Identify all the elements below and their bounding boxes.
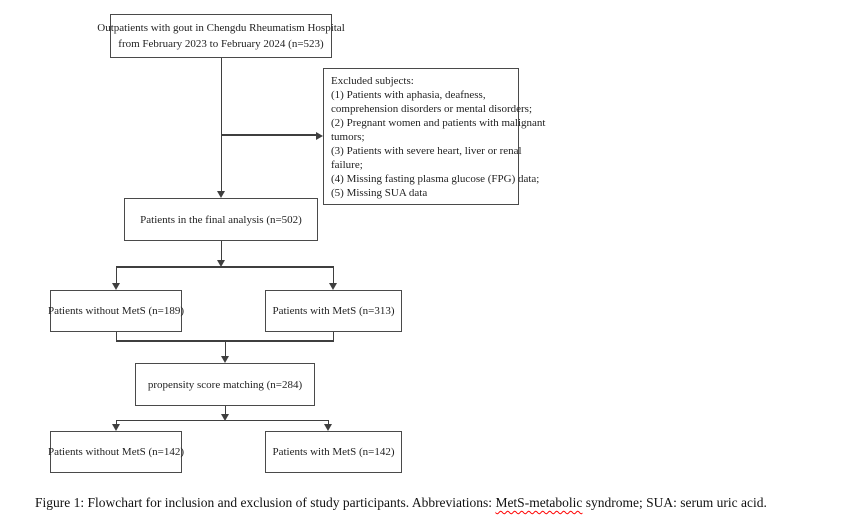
figure-caption: Figure 1: Flowchart for inclusion and ex… — [35, 495, 767, 511]
matched-without-mets-box: Patients without MetS (n=142) — [47, 431, 185, 473]
box-text-line: propensity score matching (n=284) — [147, 378, 303, 391]
connector-line — [115, 340, 334, 342]
box-text-line: failure; — [331, 159, 363, 171]
arrowhead-down-icon — [329, 283, 337, 290]
arrowhead-right-icon — [316, 131, 323, 140]
connector-line — [220, 58, 222, 191]
exclusion-criteria-box: Excluded subjects: (1) Patients with aph… — [323, 68, 545, 205]
arrowhead-down-icon — [112, 283, 120, 290]
matched-with-mets-box: Patients with MetS (n=142) — [265, 431, 402, 473]
box-text-line: (2) Pregnant women and patients with mal… — [331, 117, 546, 129]
arrowhead-down-icon — [221, 356, 229, 363]
arrowhead-down-icon — [217, 260, 225, 267]
box-text-line: Patients without MetS (n=189) — [47, 305, 185, 317]
final-analysis-box: Patients in the final analysis (n=502) — [124, 198, 318, 241]
connector-line — [115, 267, 117, 283]
connector-line — [115, 332, 117, 341]
arrowhead-down-icon — [324, 424, 332, 431]
source-population-box: Outpatients with gout in Chengdu Rheumat… — [97, 14, 345, 58]
box-text-line: Excluded subjects: — [331, 75, 414, 87]
box-text-line: comprehension disorders or mental disord… — [331, 103, 533, 115]
caption-text: syndrome; SUA: serum uric acid. — [582, 495, 767, 510]
connector-line — [332, 332, 334, 341]
without-mets-box: Patients without MetS (n=189) — [47, 290, 185, 332]
caption-spellcheck-word: MetS-metabolic — [495, 495, 583, 510]
caption-text: Figure 1: Flowchart for inclusion and ex… — [35, 495, 496, 510]
connector-line — [332, 267, 334, 283]
box-text-line: Patients with MetS (n=142) — [272, 446, 395, 458]
connector-line — [220, 241, 222, 261]
connector-line — [327, 421, 329, 425]
connector-line — [115, 420, 329, 422]
box-text-line: from February 2023 to February 2024 (n=5… — [118, 38, 324, 50]
connector-line — [115, 421, 117, 425]
propensity-matching-box: propensity score matching (n=284) — [135, 363, 315, 406]
box-text-line: (4) Missing fasting plasma glucose (FPG)… — [331, 173, 540, 185]
arrowhead-down-icon — [217, 191, 225, 198]
box-text-line: (5) Missing SUA data — [331, 187, 428, 199]
box-text-line: Patients in the final analysis (n=502) — [140, 213, 302, 226]
arrowhead-down-icon — [221, 413, 229, 421]
box-text-line: tumors; — [331, 131, 365, 143]
box-text-line: Outpatients with gout in Chengdu Rheumat… — [97, 22, 345, 34]
box-text-line: Patients with MetS (n=313) — [272, 305, 395, 317]
connector-line — [115, 266, 334, 268]
box-text-line: (1) Patients with aphasia, deafness, — [331, 89, 486, 101]
with-mets-box: Patients with MetS (n=313) — [265, 290, 402, 332]
connector-line — [224, 406, 226, 414]
connector-line — [224, 341, 226, 356]
connector-line — [221, 134, 316, 136]
box-text-line: (3) Patients with severe heart, liver or… — [331, 145, 522, 157]
box-text-line: Patients without MetS (n=142) — [47, 446, 185, 458]
arrowhead-down-icon — [112, 424, 120, 431]
